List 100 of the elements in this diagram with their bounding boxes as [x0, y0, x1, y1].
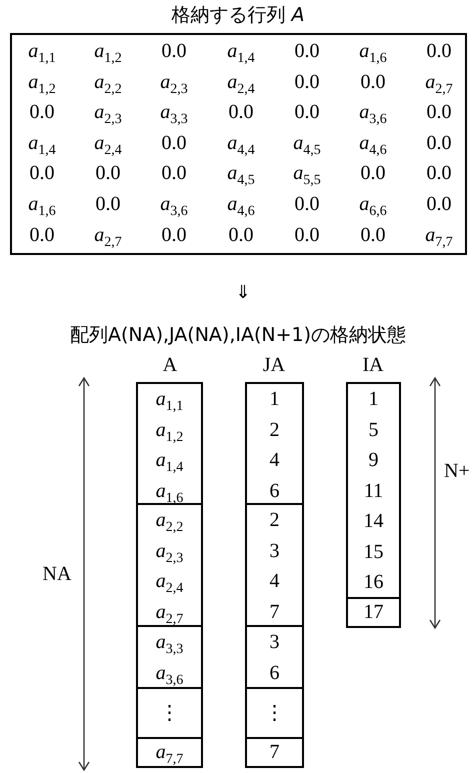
array-box	[346, 382, 401, 599]
array-entry: a$_{1,6}$	[154, 478, 184, 502]
matrix-entry: 0.0	[28, 161, 56, 186]
matrix-entry: 0.0	[294, 192, 320, 216]
matrix-entry: a$_{2,3}$	[159, 70, 189, 94]
matrix-entry: a$_{4,5}$	[226, 161, 256, 186]
array-entry: a$_{2,7}$	[154, 600, 184, 624]
matrix-entry: a$_{2,4}$	[226, 70, 256, 94]
matrix-entry: 0.0	[360, 222, 386, 247]
array-entry: 3	[268, 538, 280, 562]
matrix-entry: 0.0	[94, 192, 122, 216]
array-entry: 2	[268, 418, 280, 442]
matrix-entry: 0.0	[426, 192, 452, 216]
array-entry: 11	[362, 478, 384, 502]
array-entry: 15	[362, 540, 384, 564]
array-entry: a$_{1,4}$	[154, 448, 184, 472]
heading: 配列A(NA),JA(NA),IA(N+1)の格納状態	[68, 323, 408, 348]
array-box	[245, 503, 304, 627]
matrix-entry: 0.0	[294, 100, 320, 124]
column-heading: JA	[262, 353, 286, 378]
dimension-label: NA	[42, 562, 72, 587]
array-entry: a$_{3,6}$	[154, 660, 184, 684]
matrix-entry: 0.0	[228, 222, 254, 247]
array-entry: 1	[368, 387, 380, 411]
array-entry: 6	[268, 660, 280, 684]
array-entry: a$_{2,4}$	[154, 569, 184, 593]
matrix-entry: a$_{4,5}$	[292, 130, 322, 155]
array-entry: a$_{1,2}$	[154, 418, 184, 442]
matrix-entry: a$_{6,6}$	[358, 192, 388, 216]
matrix-entry: a$_{2,2}$	[93, 70, 123, 94]
array-entry: ⋮	[158, 700, 180, 724]
matrix-entry: a$_{1,4}$	[226, 39, 256, 63]
array-entry: 7	[268, 740, 280, 764]
matrix-entry: 0.0	[426, 161, 452, 186]
array-entry: 16	[362, 570, 384, 594]
array-box	[245, 737, 304, 768]
array-entry: a$_{1,1}$	[154, 387, 184, 411]
matrix-entry: 0.0	[28, 100, 56, 124]
matrix-entry: a$_{1,2}$	[93, 39, 123, 63]
matrix-entry: 0.0	[294, 39, 320, 63]
array-entry: a$_{3,3}$	[154, 630, 184, 654]
array-entry: 1	[268, 387, 280, 411]
matrix-entry: 0.0	[228, 100, 254, 124]
dimension-label: N+	[444, 459, 470, 484]
matrix-entry: 0.0	[294, 70, 320, 94]
heading: 格納する行列 A	[170, 3, 306, 28]
matrix-entry: a$_{4,6}$	[226, 192, 256, 216]
array-entry: 4	[268, 569, 280, 593]
array-entry: 7	[268, 600, 280, 624]
array-box	[136, 687, 203, 739]
array-entry: 5	[368, 418, 380, 442]
matrix-entry: 0.0	[360, 161, 386, 186]
matrix-entry: a$_{2,7}$	[93, 222, 123, 247]
matrix-entry: 0.0	[360, 70, 386, 94]
matrix-entry: a$_{4,6}$	[358, 130, 388, 155]
column-heading: A	[162, 353, 178, 378]
column-heading: IA	[361, 353, 385, 378]
matrix-entry: a$_{1,2}$	[27, 70, 57, 94]
array-box	[245, 687, 304, 739]
array-box	[136, 625, 203, 689]
array-entry: 14	[362, 509, 384, 533]
array-box	[346, 597, 401, 628]
array-entry: 6	[268, 478, 280, 502]
matrix-entry: 0.0	[160, 222, 188, 247]
matrix-entry: 0.0	[426, 130, 452, 155]
array-box	[136, 503, 203, 627]
matrix-entry: 0.0	[160, 130, 188, 155]
array-entry: a$_{7,7}$	[154, 740, 184, 764]
array-entry: 2	[268, 508, 280, 532]
matrix-entry: 0.0	[94, 161, 122, 186]
matrix-entry: a$_{1,1}$	[27, 39, 57, 63]
matrix-entry: a$_{1,4}$	[27, 130, 57, 155]
array-entry: 4	[268, 448, 280, 472]
matrix-entry: 0.0	[426, 39, 452, 63]
matrix-entry: 0.0	[294, 222, 320, 247]
transform-arrow: ⇓	[234, 281, 252, 304]
matrix-entry: a$_{1,6}$	[358, 39, 388, 63]
array-entry: 17	[362, 600, 384, 624]
matrix-entry: a$_{3,3}$	[159, 100, 189, 124]
matrix-entry: 0.0	[160, 161, 188, 186]
matrix-entry: a$_{3,6}$	[159, 192, 189, 216]
array-entry: a$_{2,3}$	[154, 538, 184, 562]
array-entry: 3	[268, 630, 280, 654]
matrix-entry: 0.0	[28, 222, 56, 247]
matrix-entry: a$_{4,4}$	[226, 130, 256, 155]
matrix-entry: 0.0	[426, 100, 452, 124]
array-entry: a$_{2,2}$	[154, 508, 184, 532]
array-box	[245, 625, 304, 689]
matrix-entry: a$_{2,7}$	[424, 70, 454, 94]
array-box	[136, 737, 203, 768]
matrix-entry: a$_{3,6}$	[358, 100, 388, 124]
matrix-entry: a$_{2,4}$	[93, 130, 123, 155]
array-entry: ⋮	[264, 700, 286, 724]
array-box	[245, 382, 304, 505]
matrix-entry: a$_{1,6}$	[27, 192, 57, 216]
matrix-entry: a$_{5,5}$	[292, 161, 322, 186]
matrix-entry: a$_{7,7}$	[424, 222, 454, 247]
matrix-entry: a$_{2,3}$	[93, 100, 123, 124]
array-entry: 9	[368, 448, 380, 472]
array-box	[136, 382, 203, 505]
